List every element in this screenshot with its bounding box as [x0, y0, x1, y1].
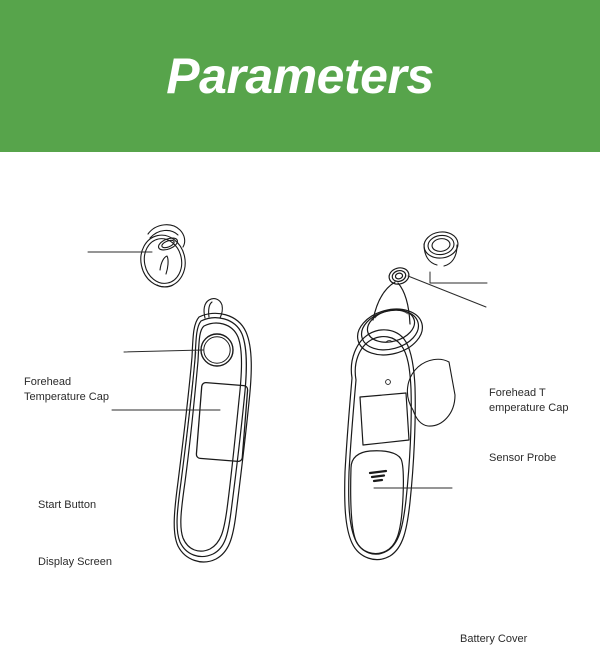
display-screen-rear: [359, 392, 410, 446]
callout-sensor-probe: Sensor Probe: [489, 452, 557, 464]
start-button: [200, 333, 234, 367]
thermometer-line-drawing: [87, 224, 488, 563]
forehead-cap-left-illustration: [140, 224, 186, 288]
battery-cover: [350, 450, 404, 555]
cap-mount-front: [203, 298, 223, 319]
product-diagram: Forehead Temperature Cap Start Button Di…: [0, 152, 600, 645]
callout-forehead-temperature-cap-left: Forehead Temperature Cap: [24, 376, 109, 403]
callout-display-screen: Display Screen: [38, 556, 112, 568]
header-banner: Parameters: [0, 0, 600, 152]
leader-start-button: [123, 349, 204, 353]
leader-forehead-cap-right: [429, 271, 488, 284]
leader-lines: [87, 251, 488, 489]
callout-forehead-temperature-cap-right: Forehead T emperature Cap: [489, 387, 569, 414]
sensor-probe: [357, 267, 423, 356]
callout-battery-cover: Battery Cover: [460, 633, 528, 645]
device-body-rear: [344, 329, 416, 561]
leader-sensor-probe: [407, 275, 487, 308]
grip-lines-icon: [368, 469, 388, 483]
display-screen-front: [195, 381, 249, 463]
callout-start-button: Start Button: [38, 499, 97, 511]
device-body-front: [173, 312, 252, 563]
indicator-dot: [385, 379, 391, 385]
page-title: Parameters: [166, 48, 434, 104]
